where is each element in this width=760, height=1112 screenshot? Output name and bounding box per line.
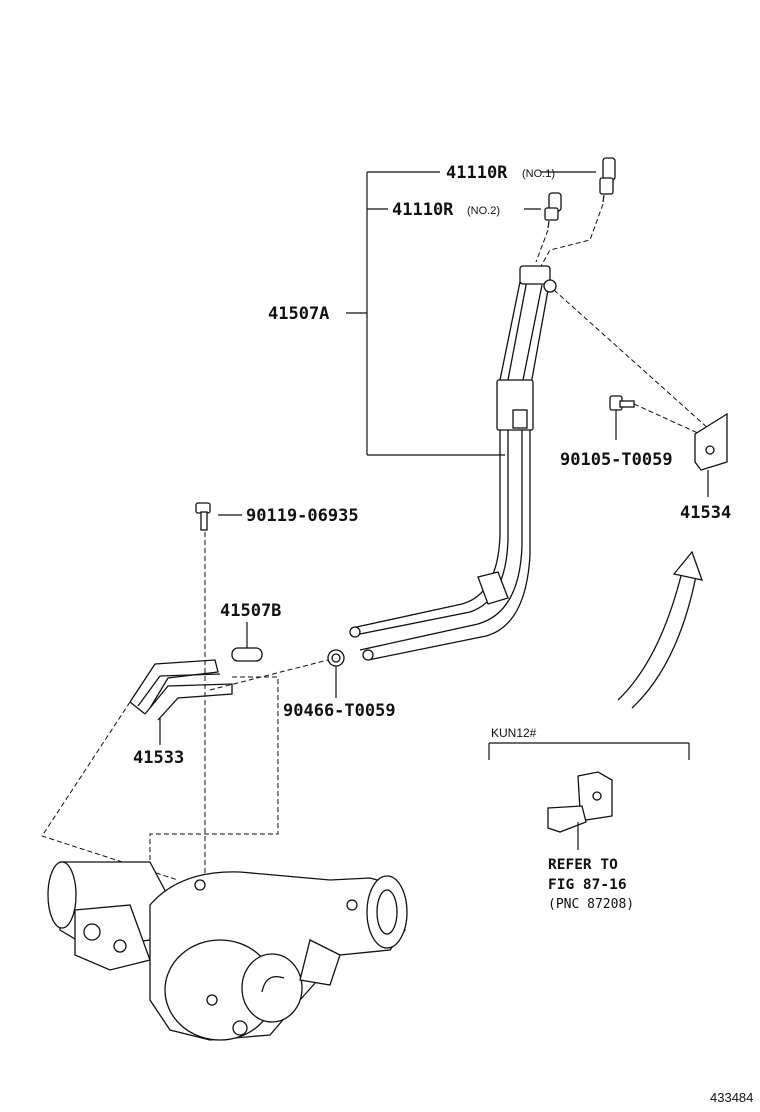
note-refer-to: REFER TO bbox=[548, 857, 618, 873]
note-fig: FIG 87-16 bbox=[548, 877, 627, 893]
label-41110R-no2-qualifier: (NO.2) bbox=[467, 205, 500, 217]
install-dashed-leaders bbox=[41, 676, 279, 881]
location-arrow-icon bbox=[617, 550, 704, 709]
label-90466-T0059: 90466-T0059 bbox=[283, 701, 396, 721]
dash-fitting-to-bracket bbox=[553, 289, 711, 431]
dash-clip-to-bracket bbox=[209, 659, 329, 691]
short-hose-icon[interactable] bbox=[231, 647, 263, 662]
label-90105-T0059: 90105-T0059 bbox=[560, 450, 673, 470]
bolt-left-icon[interactable] bbox=[195, 502, 211, 531]
label-41533: 41533 bbox=[133, 748, 184, 768]
label-41110R-no1-qualifier: (NO.1) bbox=[522, 168, 555, 180]
illustration-ref-number: 433484 bbox=[710, 1090, 753, 1105]
hose-connector-no2-icon[interactable] bbox=[544, 192, 562, 229]
dash-bolt-to-bracket bbox=[633, 403, 701, 435]
label-41110R-no1: 41110R bbox=[446, 163, 508, 183]
bracket-left-icon[interactable] bbox=[129, 659, 233, 721]
hose-connector-no1-icon[interactable] bbox=[599, 157, 616, 203]
tube-assembly[interactable] bbox=[349, 265, 557, 661]
note-pnc: (PNC 87208) bbox=[548, 897, 634, 912]
label-41507B: 41507B bbox=[220, 601, 281, 621]
hose-clip-icon[interactable] bbox=[327, 649, 345, 667]
callout-bracket-lines bbox=[346, 171, 596, 456]
bolt-upper-icon[interactable] bbox=[609, 395, 635, 411]
connector-dashed-leaders bbox=[535, 203, 604, 269]
variant-box-frame bbox=[488, 742, 690, 760]
label-41534: 41534 bbox=[680, 503, 731, 523]
label-variant-model: KUN12# bbox=[491, 726, 537, 740]
label-41507A: 41507A bbox=[268, 304, 329, 324]
bracket-upper-icon[interactable] bbox=[694, 412, 728, 471]
label-90119-06935: 90119-06935 bbox=[246, 506, 359, 526]
differential-housing-icon bbox=[47, 861, 408, 1041]
label-41110R-no2: 41110R bbox=[392, 200, 454, 220]
variant-bracket-icon[interactable] bbox=[547, 771, 613, 833]
